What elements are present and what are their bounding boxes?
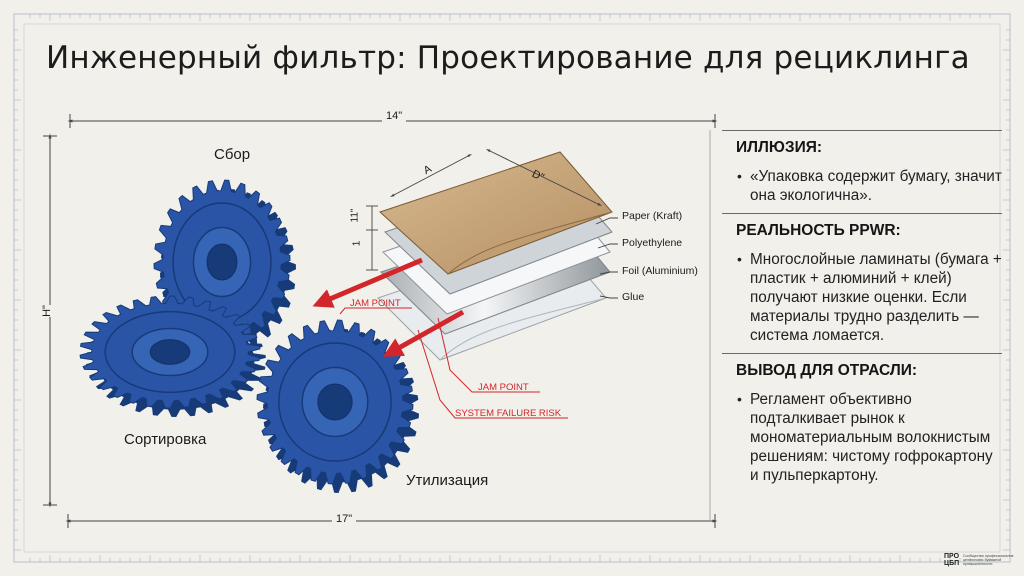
brand-logo: ПРО ЦБП Сообщество профессионалов целлюл… <box>944 553 1024 567</box>
info-panel: ИЛЛЮЗИЯ: «Упаковка содержит бумагу, знач… <box>722 130 1002 493</box>
laminate-layers <box>366 149 613 361</box>
logo-mark-top: ПРО <box>944 553 960 560</box>
gear-label-dispose: Утилизация <box>406 472 489 489</box>
page-title: Инженерный фильтр: Проектирование для ре… <box>46 40 970 76</box>
section-text: Регламент объективно подталкивает рынок … <box>722 386 1002 493</box>
layer-label-paper: Paper (Kraft) <box>622 210 683 222</box>
section-conclusion: ВЫВОД ДЛЯ ОТРАСЛИ: Регламент объективно … <box>722 353 1002 493</box>
section-heading: ВЫВОД ДЛЯ ОТРАСЛИ: <box>722 353 1002 386</box>
section-text: Многослойные ламинаты (бумага + пластик … <box>722 246 1002 353</box>
layer-label-polyethylene: Polyethylene <box>622 237 683 249</box>
section-heading: ИЛЛЮЗИЯ: <box>722 130 1002 163</box>
section-text: «Упаковка содержит бумагу, значит она эк… <box>722 163 1002 213</box>
section-reality: РЕАЛЬНОСТЬ PPWR: Многослойные ламинаты (… <box>722 213 1002 353</box>
gear-sort <box>79 295 266 417</box>
logo-mark-bottom: ЦБП <box>944 560 960 567</box>
dimension-bottom-label: 17" <box>332 513 357 525</box>
gear-dispose <box>256 319 419 493</box>
dimension-top-label: 14" <box>382 110 407 122</box>
layer-thickness-1: 1 <box>351 240 363 247</box>
callout-jam-point-2: JAM POINT <box>478 382 529 393</box>
gear-label-sort: Сортировка <box>124 431 207 448</box>
logo-text: Сообщество профессионалов целлюлозно-бум… <box>963 554 1014 566</box>
layer-thickness-11: 11" <box>349 208 361 223</box>
dimension-left-label: H" <box>40 305 53 317</box>
callout-system-failure: SYSTEM FAILURE RISK <box>455 408 562 419</box>
layer-label-foil: Foil (Aluminium) <box>622 265 698 277</box>
gear-label-collect: Сбор <box>214 146 251 163</box>
section-illusion: ИЛЛЮЗИЯ: «Упаковка содержит бумагу, знач… <box>722 130 1002 213</box>
section-heading: РЕАЛЬНОСТЬ PPWR: <box>722 213 1002 246</box>
layer-label-glue: Glue <box>622 291 645 303</box>
callout-jam-point-1: JAM POINT <box>350 298 401 309</box>
logo-mark: ПРО ЦБП <box>944 553 961 567</box>
